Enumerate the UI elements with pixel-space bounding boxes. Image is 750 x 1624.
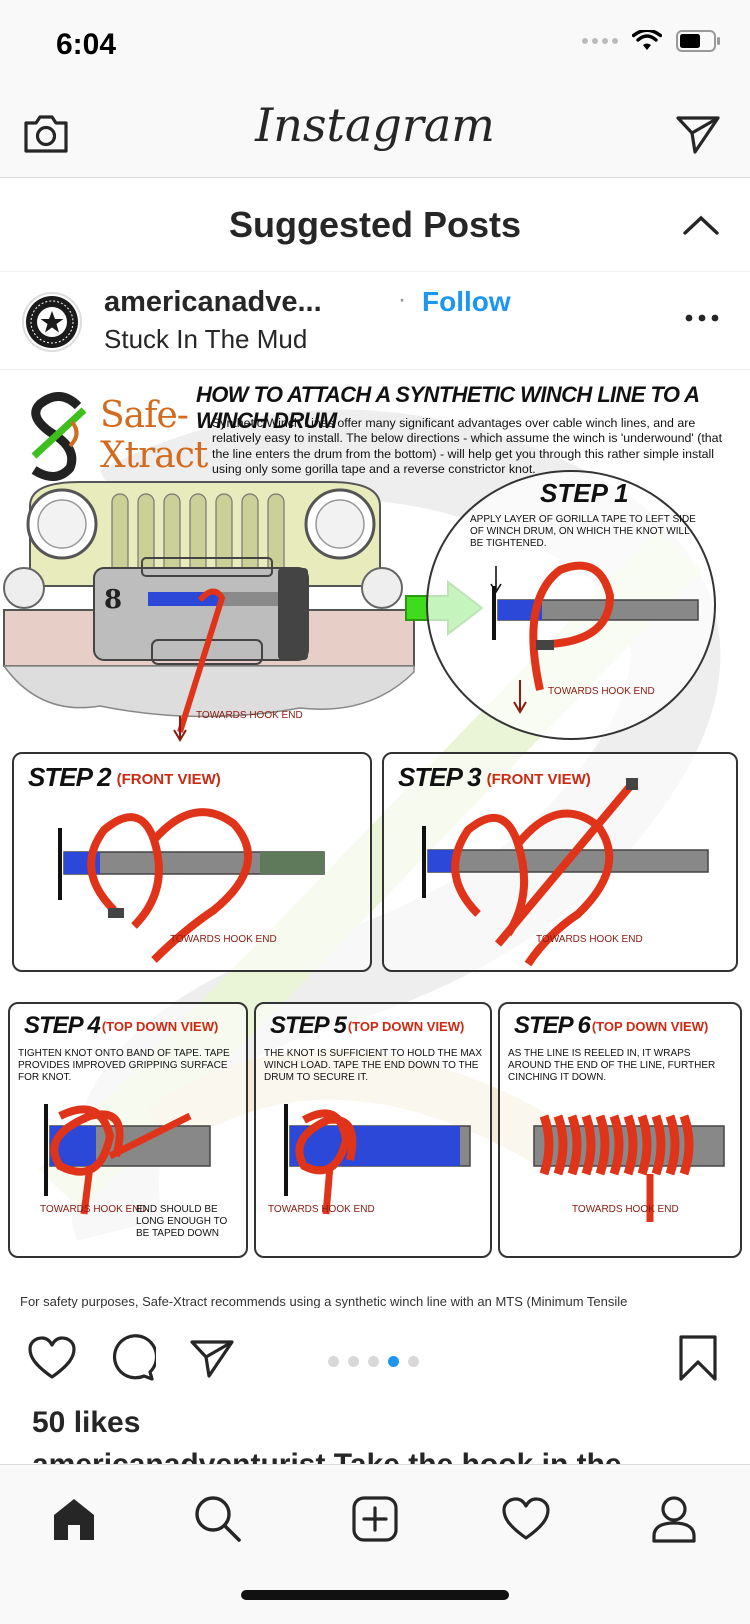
like-button[interactable] [24,1330,80,1386]
step-3-knot-diagram [422,778,709,967]
suggested-posts-bar: Suggested Posts [0,178,750,272]
step-3-title: STEP 3(FRONT VIEW) [398,762,591,792]
step-4-knot-diagram [44,1104,211,1215]
status-bar: 6:04 [0,0,750,88]
carousel-dot [328,1356,339,1367]
poster-footnote: For safety purposes, Safe-Xtract recomme… [20,1294,628,1308]
status-indicators [582,30,722,52]
chevron-up-icon [683,215,719,235]
instagram-logo: Instagram [255,98,495,152]
more-options-icon [685,314,719,322]
svg-text:8: 8 [104,585,122,615]
towards-hook-end-label-step-3: TOWARDS HOOK END [536,934,643,945]
tab-search[interactable] [186,1487,250,1551]
status-time: 6:04 [56,28,117,61]
save-button[interactable] [670,1330,726,1386]
step-6-note: AS THE LINE IS REELED IN, IT WRAPS AROUN… [508,1048,716,1083]
follow-button[interactable]: Follow [422,286,511,317]
towards-hook-end-label-step-1: TOWARDS HOOK END [548,686,655,697]
heart-icon [502,1497,550,1540]
paper-plane-icon [676,116,720,154]
safe-xtract-logo: Safe- Xtract [20,382,208,492]
carousel-dot [408,1356,419,1367]
american-adventurist-logo [26,296,78,348]
tab-home[interactable] [42,1487,106,1551]
wifi-icon [632,30,662,50]
comment-icon [112,1334,156,1381]
carousel-dot [388,1356,399,1367]
bookmark-icon [679,1335,717,1381]
separator-dot: · [398,286,406,313]
carousel-dot [368,1356,379,1367]
step-5-note: THE KNOT IS SUFFICIENT TO HOLD THE MAX W… [264,1048,482,1083]
likes-count[interactable]: 50 likes [32,1406,141,1439]
camera-button[interactable] [16,104,76,164]
step-4-title: STEP 4(TOP DOWN VIEW) [24,1012,219,1039]
post-subtitle[interactable]: Stuck In The Mud [104,324,308,354]
app-header: Instagram [0,88,750,178]
tab-new-post[interactable] [343,1487,407,1551]
paper-plane-icon [190,1340,234,1378]
step-3-panel: STEP 3(FRONT VIEW) TOWARDS HOOK END [382,752,738,972]
jeep-winch-illustration: 8 [2,481,415,742]
cellular-signal-icon [582,38,618,44]
collapse-button[interactable] [678,202,724,248]
step-2-panel: STEP 2(FRONT VIEW) TOWARDS HOOK END [12,752,372,972]
step-4-extra-note: END SHOULD BE LONG ENOUGH TO BE TAPED DO… [136,1204,228,1239]
towards-hook-end-label: TOWARDS HOOK END [196,710,303,721]
towards-hook-end-label-step-5: TOWARDS HOOK END [268,1204,375,1215]
poster-title: HOW TO ATTACH A SYNTHETIC WINCH LINE TO … [196,382,699,433]
carousel-dot [348,1356,359,1367]
step-6-panel: STEP 6(TOP DOWN VIEW) AS THE LINE IS REE… [498,1002,742,1258]
step-5-panel: STEP 5(TOP DOWN VIEW) THE KNOT IS SUFFIC… [254,1002,492,1258]
heart-icon [28,1336,76,1379]
caption-peek: americanadventurist Take the hook in the [32,1450,732,1464]
avatar[interactable] [22,292,82,352]
step-1-note: APPLY LAYER OF GORILLA TAPE TO LEFT SIDE… [470,514,696,549]
post-options-button[interactable] [680,298,724,338]
post-actions [0,1308,750,1404]
brand-emblem-icon [31,392,87,481]
step-1-title: STEP 1 [540,478,629,508]
tab-profile[interactable] [642,1487,706,1551]
step-6-title: STEP 6(TOP DOWN VIEW) [514,1012,709,1039]
home-icon [54,1499,94,1540]
towards-hook-end-label-step-4: TOWARDS HOOK END [40,1204,147,1215]
profile-icon [652,1496,696,1543]
camera-icon [24,115,68,153]
step-1-drum-diagram [490,561,699,714]
step-6-knot-diagram [533,1114,725,1222]
carousel-indicator [328,1356,419,1367]
brand-name: Safe- Xtract [100,395,208,476]
step-5-title: STEP 5(TOP DOWN VIEW) [270,1012,465,1039]
tab-activity[interactable] [494,1487,558,1551]
comment-button[interactable] [104,1330,160,1386]
towards-hook-end-label-step-6: TOWARDS HOOK END [572,1204,679,1215]
suggested-posts-title: Suggested Posts [228,204,522,245]
tab-bar [0,1464,750,1624]
search-icon [195,1496,241,1542]
step-2-knot-diagram [58,808,325,963]
plus-square-icon [352,1496,398,1542]
step-4-note: TIGHTEN KNOT ONTO BAND OF TAPE. TAPE PRO… [18,1048,230,1083]
share-button[interactable] [184,1330,240,1386]
step-4-panel: STEP 4(TOP DOWN VIEW) TIGHTEN KNOT ONTO … [8,1002,248,1258]
direct-messages-button[interactable] [668,104,728,164]
post-image[interactable]: Safe- Xtract HOW TO ATTACH A SYNTHETIC W… [0,370,750,1308]
step-2-title: STEP 2(FRONT VIEW) [28,762,221,792]
battery-icon [676,30,720,52]
post-header: americanadve... · Follow Stuck In The Mu… [0,272,750,370]
poster-intro: Synthetic Winch Lines offer many signifi… [212,416,723,477]
step-5-knot-diagram [284,1104,471,1215]
towards-hook-end-label-step-2: TOWARDS HOOK END [170,934,277,945]
post-username[interactable]: americanadve... [104,286,322,318]
home-indicator[interactable] [241,1590,509,1600]
